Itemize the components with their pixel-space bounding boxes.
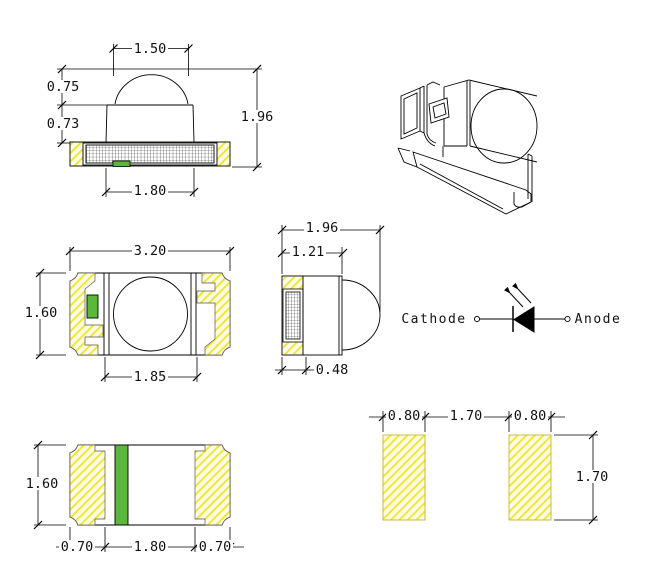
- top-lens: [113, 276, 188, 352]
- bottom-height-dim: 1.60: [26, 476, 59, 492]
- pad-layout-view: 0.80 1.70 0.80 1.70: [369, 408, 610, 525]
- front-lead-frame-grid: [85, 144, 215, 164]
- top-width-dim: 3.20: [134, 243, 167, 259]
- front-lens-width-dim: 1.50: [134, 41, 167, 57]
- front-base-width-dim: 1.80: [134, 183, 167, 199]
- pad-left-width-dim: 0.80: [388, 408, 421, 424]
- front-body-height-dim: 0.73: [47, 116, 80, 132]
- front-cathode-mark: [112, 160, 131, 167]
- side-depth-dim: 1.96: [306, 220, 339, 236]
- front-view: 1.50 0.75 0.73 1.96 1.80: [45, 41, 275, 199]
- front-dome-height-dim: 0.75: [47, 79, 80, 95]
- bottom-view: 1.60 0.70 1.80 0.70: [24, 440, 244, 555]
- cathode-label: Cathode: [401, 312, 466, 327]
- bottom-right-pad: [194, 444, 231, 526]
- side-view: 1.96 1.21 0.48: [275, 220, 385, 378]
- top-right-terminal: [196, 272, 231, 356]
- side-lead-frame-grid: [285, 291, 301, 340]
- anode-pin-circle: [564, 315, 571, 323]
- side-body: [281, 275, 343, 356]
- front-body: [105, 104, 195, 143]
- pad-right-width-dim: 0.80: [514, 408, 547, 424]
- perspective-body: [443, 79, 538, 97]
- top-left-terminal: [69, 272, 104, 356]
- circuit-symbol: Cathode Anode: [401, 282, 622, 333]
- top-chip: [86, 294, 99, 319]
- side-dome: [341, 279, 381, 351]
- top-lens-dim: 1.85: [134, 369, 167, 385]
- perspective-view: [397, 79, 538, 215]
- side-terminal-bottom: [283, 341, 303, 354]
- pad-height-dim: 1.70: [576, 469, 609, 485]
- bottom-center-dim: 1.80: [134, 539, 167, 555]
- bottom-left-pad-dim: 0.70: [61, 539, 94, 555]
- top-view: 3.20 1.60 1.85: [23, 243, 235, 385]
- top-height-dim: 1.60: [25, 305, 58, 321]
- led-triangle: [513, 306, 535, 333]
- side-terminal-width-dim: 0.48: [316, 362, 349, 378]
- top-view-dimension-lines: [35, 246, 235, 382]
- bottom-cathode-stripe: [114, 444, 129, 526]
- bottom-right-pad-dim: 0.70: [199, 539, 232, 555]
- bottom-left-pad: [69, 444, 106, 526]
- cathode-pin-circle: [473, 315, 481, 323]
- perspective-dome-lens: [470, 88, 538, 164]
- front-dome: [114, 74, 189, 105]
- pad-gap-dim: 1.70: [450, 408, 483, 424]
- solder-pad-right: [508, 434, 552, 521]
- side-body-depth-dim: 1.21: [292, 244, 325, 260]
- side-terminal-top: [283, 277, 303, 290]
- light-emission-arrows: [504, 282, 532, 308]
- front-total-height-dim: 1.96: [241, 109, 274, 125]
- solder-pad-left: [382, 434, 426, 521]
- front-view-dimension-lines: [57, 43, 262, 197]
- anode-label: Anode: [575, 312, 622, 327]
